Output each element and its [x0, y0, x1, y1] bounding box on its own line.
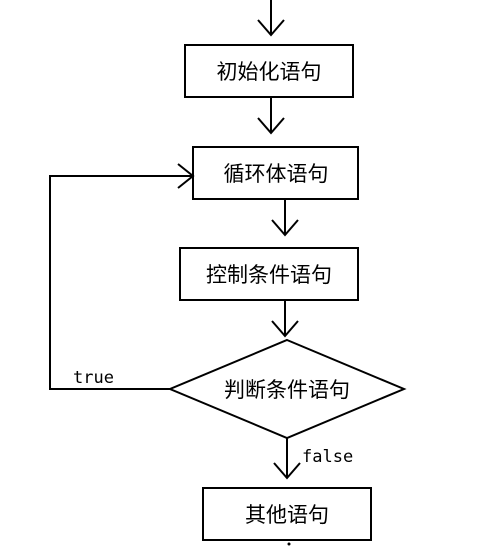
false-path-arrow: false: [273, 438, 353, 480]
true-loop-path: true: [49, 163, 195, 390]
control-to-condition-arrow: [271, 300, 299, 338]
false-label: false: [302, 447, 353, 467]
init-node: 初始化语句: [184, 44, 354, 98]
entry-arrow: [257, 0, 285, 37]
condition-label: 判断条件语句: [224, 378, 350, 402]
condition-node: 判断条件语句: [167, 338, 407, 440]
loop-body-node: 循环体语句: [192, 146, 359, 200]
bottom-dot: [287, 542, 291, 546]
control-node: 控制条件语句: [179, 247, 359, 301]
body-to-control-arrow: [271, 199, 299, 237]
other-label: 其他语句: [245, 503, 329, 527]
control-label: 控制条件语句: [206, 263, 332, 287]
init-label: 初始化语句: [217, 60, 322, 84]
loop-body-label: 循环体语句: [224, 162, 329, 186]
init-to-body-arrow: [257, 97, 285, 135]
other-node: 其他语句: [202, 487, 372, 541]
true-label: true: [73, 368, 114, 388]
